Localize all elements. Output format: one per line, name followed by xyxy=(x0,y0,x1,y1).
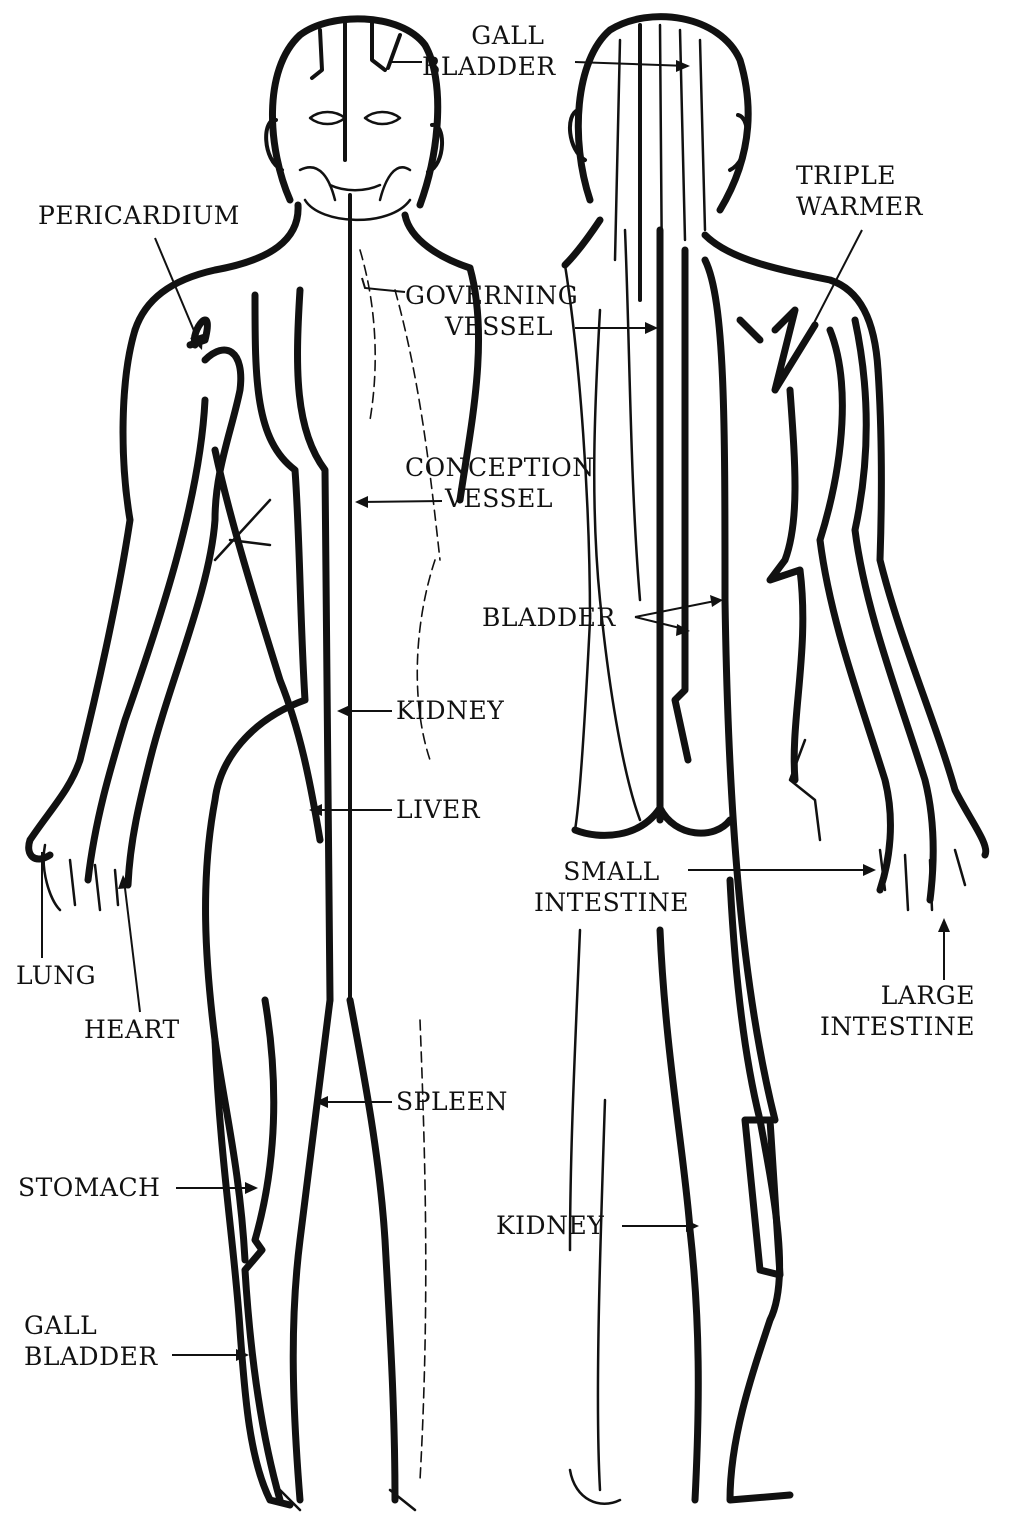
arrow-conception xyxy=(355,496,368,508)
front-head-line-3 xyxy=(372,22,385,70)
back-left-heel xyxy=(570,1470,620,1504)
label-line: INTESTINE xyxy=(534,887,689,918)
label-line: SMALL xyxy=(534,856,689,887)
back-figure xyxy=(565,17,986,1504)
arrow-kidney-front xyxy=(337,705,350,717)
label-line: BLADDER xyxy=(422,51,556,82)
label-gall-bladder-top: GALL BLADDER xyxy=(422,20,556,82)
label-line: GALL xyxy=(24,1310,158,1341)
label-line: GALL xyxy=(422,20,556,51)
arrow-bladder-1 xyxy=(710,595,723,607)
label-line: KIDNEY xyxy=(496,1210,604,1241)
label-triple-warmer: TRIPLE WARMER xyxy=(796,160,923,222)
back-bladder-line-1 xyxy=(675,250,688,760)
label-spleen: SPLEEN xyxy=(396,1086,508,1117)
front-face-line-2 xyxy=(380,167,410,200)
front-head-line-1 xyxy=(312,30,322,78)
label-line: VESSEL xyxy=(405,483,595,514)
label-line: SPLEEN xyxy=(396,1086,508,1117)
label-governing-vessel: GOVERNING VESSEL xyxy=(405,280,578,342)
back-triple-warmer-zigzag xyxy=(775,310,815,390)
front-mouth xyxy=(330,185,380,190)
back-buttocks xyxy=(575,808,730,835)
leader-heart xyxy=(124,880,140,1012)
label-line: WARMER xyxy=(796,191,923,222)
label-line: TRIPLE xyxy=(796,160,923,191)
label-line: BLADDER xyxy=(24,1341,158,1372)
label-stomach: STOMACH xyxy=(18,1172,160,1203)
back-right-shoulder xyxy=(705,235,878,370)
back-right-leg xyxy=(730,880,790,1500)
label-line: KIDNEY xyxy=(396,695,504,726)
front-face-line-1 xyxy=(300,167,335,200)
front-head-outline xyxy=(272,19,437,205)
front-left-hand xyxy=(44,845,118,910)
back-left-leg-faint-1 xyxy=(570,930,580,1250)
front-chin xyxy=(305,200,410,220)
label-line: INTESTINE xyxy=(820,1011,975,1042)
back-head-outline xyxy=(578,17,748,210)
front-right-shoulder xyxy=(405,215,470,268)
label-line: HEART xyxy=(84,1014,180,1045)
label-kidney-front: KIDNEY xyxy=(396,695,504,726)
back-head-line-2 xyxy=(615,40,620,260)
label-line: LUNG xyxy=(16,960,96,991)
label-line: PERICARDIUM xyxy=(38,200,240,231)
label-line: CONCEPTION xyxy=(405,452,595,483)
label-line: VESSEL xyxy=(405,311,578,342)
label-line: STOMACH xyxy=(18,1172,160,1203)
label-line: LIVER xyxy=(396,794,480,825)
back-right-torso xyxy=(770,390,803,780)
label-large-intestine: LARGE INTESTINE xyxy=(820,980,975,1042)
back-right-hand xyxy=(880,850,965,910)
front-right-eye xyxy=(365,112,400,124)
front-head-line-4 xyxy=(388,35,400,68)
arrow-stomach xyxy=(245,1182,258,1194)
back-left-torso-outer xyxy=(565,265,590,830)
label-kidney-back: KIDNEY xyxy=(496,1210,604,1241)
back-left-line-2 xyxy=(625,230,640,600)
back-left-leg-faint-2 xyxy=(598,1100,605,1490)
label-line: BLADDER xyxy=(482,602,616,633)
label-line: LARGE xyxy=(820,980,975,1011)
front-left-leg-inner xyxy=(293,1000,330,1500)
label-small-intestine: SMALL INTESTINE xyxy=(534,856,689,918)
label-conception-vessel: CONCEPTION VESSEL xyxy=(405,452,595,514)
arrow-large-intestine xyxy=(938,918,950,932)
front-right-faint-3 xyxy=(360,250,375,420)
back-right-arm-outer xyxy=(878,370,986,855)
back-scapula-line xyxy=(740,320,760,340)
back-head-line-4 xyxy=(680,30,685,240)
label-liver: LIVER xyxy=(396,794,480,825)
arrow-governing xyxy=(645,322,658,334)
arrow-gall-bladder-top xyxy=(676,60,690,72)
back-left-leg xyxy=(660,930,698,1500)
front-right-faint-2 xyxy=(417,560,435,760)
label-bladder: BLADDER xyxy=(482,602,616,633)
label-gall-bladder-bottom: GALL BLADDER xyxy=(24,1310,158,1372)
label-pericardium: PERICARDIUM xyxy=(38,200,240,231)
back-left-shoulder xyxy=(565,220,600,265)
front-left-arm-outer xyxy=(29,330,135,859)
front-right-leg-inner xyxy=(350,1000,395,1500)
arrow-small-intestine xyxy=(863,864,876,876)
label-lung: LUNG xyxy=(16,960,96,991)
back-left-line-1 xyxy=(594,310,640,820)
front-figure xyxy=(29,19,479,1510)
front-left-eye xyxy=(310,112,345,124)
label-heart: HEART xyxy=(84,1014,180,1045)
label-line: GOVERNING xyxy=(405,280,578,311)
back-head-line-5 xyxy=(700,40,705,230)
front-left-arm-inner xyxy=(128,350,241,885)
